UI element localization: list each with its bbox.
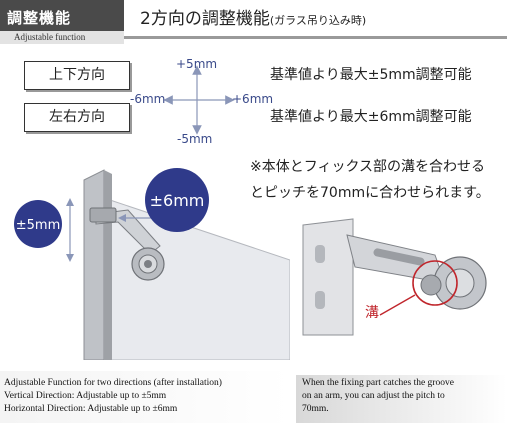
english-left-line-1: Adjustable Function for two directions (…	[4, 378, 222, 388]
fitting-knob	[420, 274, 442, 296]
arm-slot	[373, 248, 425, 266]
groove-highlight	[412, 260, 458, 306]
section-subtitle: Adjustable function	[0, 31, 124, 44]
horizontal-adjust-badge	[145, 168, 209, 232]
fitting-cap	[445, 268, 475, 298]
page-title-main: 2方向の調整機能	[140, 9, 270, 29]
note-line-2: とピッチを70mmに合わせられます。	[250, 185, 490, 201]
section-title: 調整機能	[7, 9, 72, 27]
page-title-note: (ガラス吊り込み時)	[269, 14, 367, 27]
fixing-block	[89, 207, 117, 223]
up-label: +5mm	[176, 57, 218, 71]
page-title: 2方向の調整機能(ガラス吊り込み時)	[140, 4, 366, 29]
header-rule	[124, 36, 507, 39]
vertical-direction-box: 上下方向	[24, 61, 130, 90]
vertical-badge-text: ±5mm	[16, 218, 61, 233]
fixing-post	[83, 169, 105, 360]
groove-leader	[379, 294, 416, 316]
direction-cross-diagram	[163, 65, 235, 135]
english-left-line-3: Horizontal Direction: Adjustable up to ±…	[4, 404, 178, 414]
slot-upper	[315, 245, 325, 263]
groove-detail-illustration: 溝	[295, 205, 507, 345]
glass-fitting-illustration: ±5mm ±6mm	[14, 168, 290, 360]
english-right-line-1: When the fixing part catches the groove	[302, 378, 454, 388]
english-right-line-2: on an arm, you can adjust the pitch to	[302, 391, 445, 401]
down-label: -5mm	[177, 132, 213, 146]
horizontal-badge-text: ±6mm	[150, 191, 205, 210]
left-label: -6mm	[130, 92, 166, 106]
slot-lower	[315, 291, 325, 309]
bracket-plate	[302, 218, 354, 336]
english-left-line-2: Vertical Direction: Adjustable up to ±5m…	[4, 391, 167, 401]
english-description-left: Adjustable Function for two directions (…	[0, 371, 290, 423]
english-right-line-3: 70mm.	[302, 404, 329, 414]
point-fitting-bolt	[144, 260, 152, 268]
fixing-post-side	[104, 170, 112, 360]
english-description-right: When the fixing part catches the groove …	[296, 375, 507, 423]
vertical-adjust-badge	[14, 200, 62, 248]
groove-label: 溝	[365, 305, 379, 321]
note-line-1: ※本体とフィックス部の溝を合わせる	[250, 159, 486, 175]
section-badge: 調整機能 Adjustable function	[0, 0, 124, 44]
horizontal-direction-box: 左右方向	[24, 103, 130, 132]
vertical-spec: 基準値より最大±5mm調整可能	[270, 67, 472, 83]
right-label: +6mm	[232, 92, 274, 106]
horizontal-spec: 基準値より最大±6mm調整可能	[270, 109, 472, 125]
